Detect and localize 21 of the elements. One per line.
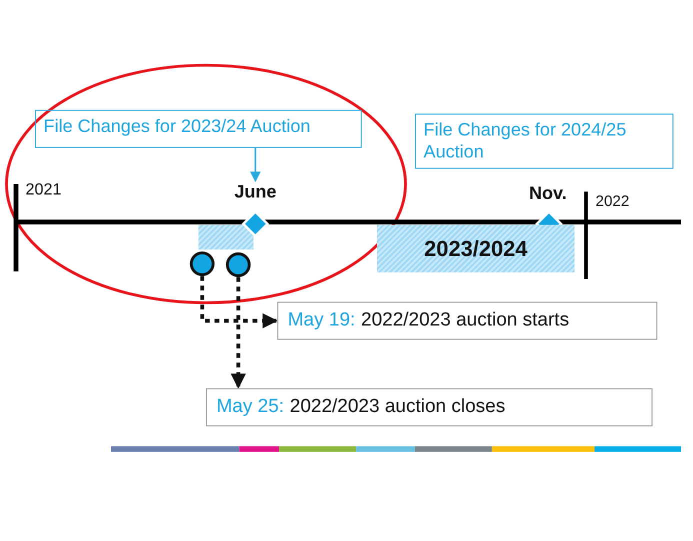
event-date: May 19: bbox=[288, 309, 356, 330]
note-box bbox=[35, 110, 362, 148]
event-text: 2022/2023 auction starts bbox=[361, 309, 570, 330]
event-date: May 25: bbox=[216, 396, 284, 417]
arrow bbox=[250, 148, 261, 182]
event-circle bbox=[226, 252, 251, 278]
event-box bbox=[277, 302, 658, 340]
milestone-label: June bbox=[226, 182, 284, 205]
arrow bbox=[200, 276, 278, 328]
event-text: 2022/2023 auction closes bbox=[290, 396, 506, 417]
arrow bbox=[230, 277, 246, 389]
note-text: File Changes for 2023/24 Auction bbox=[44, 116, 312, 138]
year-label: 2021 bbox=[26, 180, 62, 200]
event-box bbox=[206, 388, 652, 426]
note-text: File Changes for 2024/25 Auction bbox=[424, 120, 628, 164]
period-band bbox=[377, 224, 575, 272]
year-label: 2022 bbox=[596, 194, 630, 211]
milestone-label: Nov. bbox=[529, 184, 567, 205]
note-box bbox=[415, 114, 674, 169]
event-circle bbox=[190, 251, 215, 276]
period-label: 2023/2024 bbox=[424, 236, 528, 262]
